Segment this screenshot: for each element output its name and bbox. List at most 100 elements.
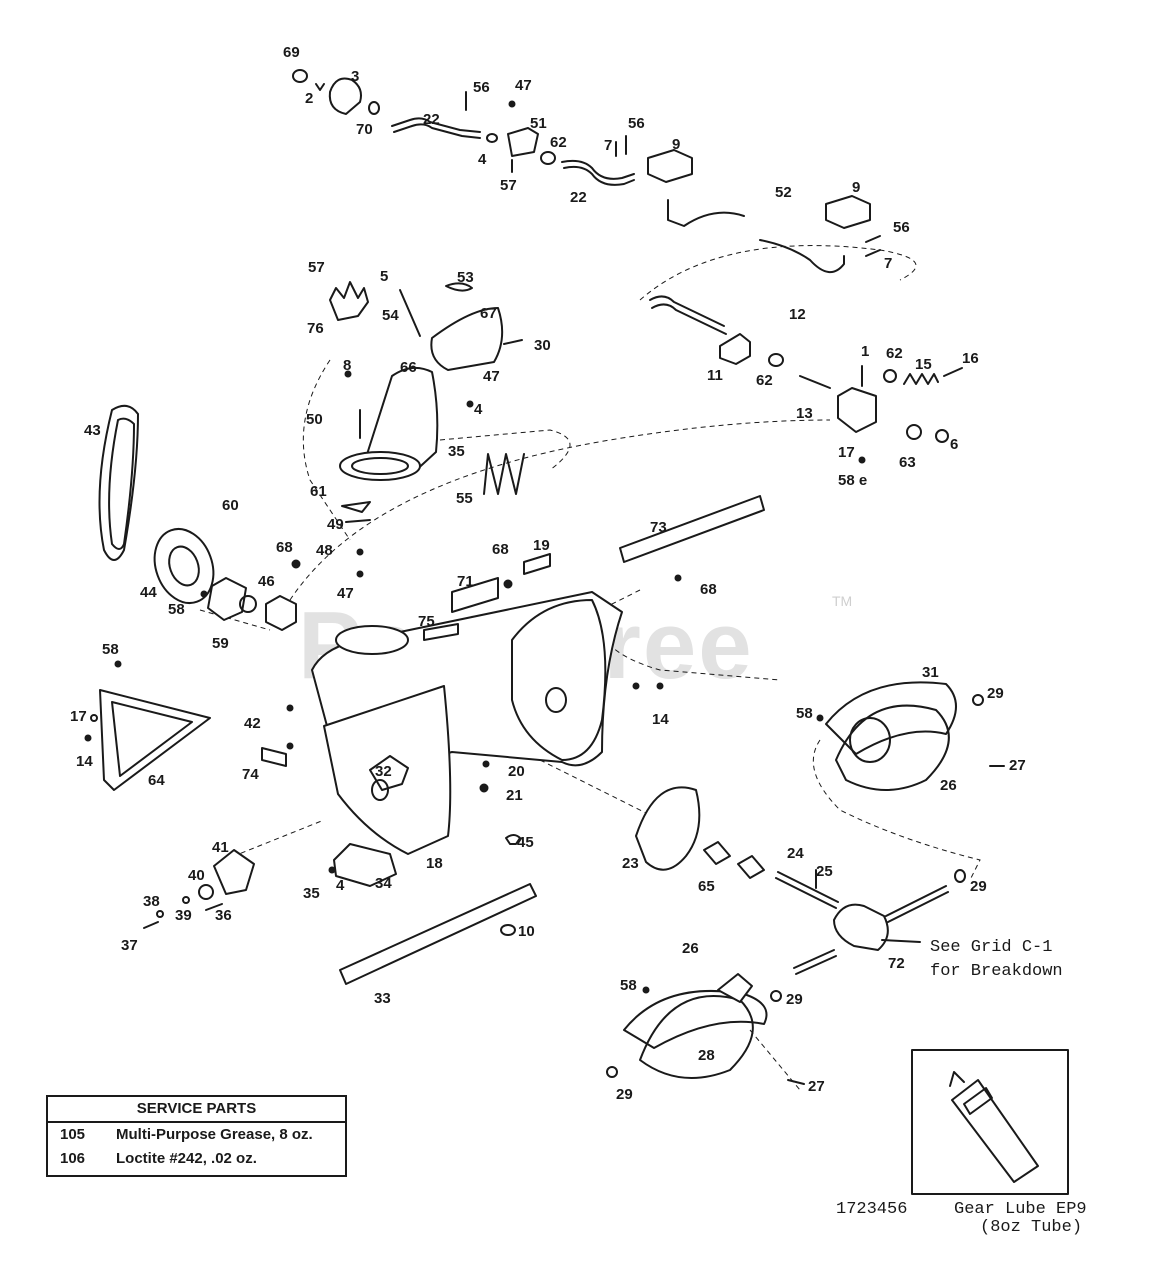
callout-8: 8: [343, 357, 351, 374]
part-72-shaft-out-edge: [795, 955, 837, 975]
callout-63: 63: [899, 454, 916, 471]
callout-67: 67: [480, 305, 497, 322]
part-69-ring: [292, 69, 308, 83]
part-33-shave-plate: [339, 883, 537, 985]
part-4-washer: [486, 133, 498, 143]
part-39-washer: [182, 896, 190, 904]
part-52-rod-right: [759, 239, 845, 273]
part-74-label: [261, 747, 287, 767]
callout-35: 35: [448, 443, 465, 460]
part-19-label: [523, 553, 551, 575]
part-35-bolt: [328, 866, 336, 874]
part-47-nut-c: [356, 570, 364, 578]
part-38-washer: [156, 910, 164, 918]
callout-76: 76: [307, 320, 324, 337]
callout-13: 13: [796, 405, 813, 422]
part-8-nut: [344, 370, 352, 378]
part-22-rod-upper-edge: [393, 123, 481, 139]
service-part-description: Loctite #242, .02 oz.: [116, 1150, 257, 1167]
part-14-bolt-c: [656, 682, 664, 690]
part-28-flight: [623, 990, 768, 1049]
callout-38: 38: [143, 893, 160, 910]
callout-47: 47: [515, 77, 532, 94]
callout-24: 24: [787, 845, 804, 862]
part-49-clip: [345, 519, 371, 523]
callout-14b: 14: [652, 711, 669, 728]
lead-impeller-right: [812, 739, 981, 881]
gear-lube-line2: (8oz Tube): [980, 1218, 1082, 1237]
part-36-bolt: [205, 903, 223, 911]
part-14-bolt: [84, 734, 92, 742]
left-auger-flight: [606, 973, 805, 1085]
part-37-bolt: [143, 921, 159, 929]
callout-15: 15: [915, 356, 932, 373]
lead-rod-link: [639, 245, 917, 301]
part-70-washer: [368, 101, 380, 115]
side-brace: [84, 660, 211, 791]
callout-10: 10: [518, 923, 535, 940]
callout-26b: 26: [682, 940, 699, 957]
part-55-spring: [483, 453, 525, 495]
callout-4b: 4: [474, 401, 483, 418]
part-25-shaft: [777, 871, 839, 903]
callout-62c: 62: [886, 345, 903, 362]
see-grid-leader: [881, 939, 921, 943]
part-46-bearing: [239, 595, 257, 613]
callout-32: 32: [375, 763, 392, 780]
callout-58d: 58: [796, 705, 813, 722]
part-29-washer-c: [770, 990, 782, 1002]
part-64-brace-inner: [111, 701, 193, 777]
part-27-bolt-b: [787, 1079, 805, 1085]
callout-68c: 68: [700, 581, 717, 598]
gear-lube-line1: Gear Lube EP9: [954, 1200, 1087, 1219]
callout-27: 27: [1009, 757, 1026, 774]
callout-49: 49: [327, 516, 344, 533]
part-58-nut-b: [114, 660, 122, 668]
callout-59: 59: [212, 635, 229, 652]
part-64-brace: [99, 689, 211, 791]
callout-12: 12: [789, 306, 806, 323]
callout-4c: 4: [336, 877, 345, 894]
part-51-bracket: [507, 127, 539, 157]
chute-assembly: [329, 281, 525, 578]
part-29-washer-d: [606, 1066, 618, 1078]
part-30-screw: [503, 339, 523, 345]
lead-chute-pieces: [302, 359, 351, 541]
callout-75: 75: [418, 613, 435, 630]
callout-23: 23: [622, 855, 639, 872]
auger-drive: [635, 786, 966, 975]
service-part-number: 105: [60, 1126, 86, 1143]
lead-chute-to-housing: [289, 419, 831, 601]
callout-7b: 7: [884, 255, 892, 272]
part-53-clip: [445, 282, 473, 292]
part-29-shaft: [885, 885, 947, 917]
part-29-washer-b: [972, 694, 984, 706]
callout-3: 3: [351, 68, 359, 85]
part-12-shaft: [799, 375, 831, 389]
callout-56: 56: [473, 79, 490, 96]
part-66-chute-ring-inner: [351, 457, 409, 475]
part-65-spacer: [703, 841, 731, 865]
callout-26: 26: [940, 777, 957, 794]
part-62-bushing-c: [883, 369, 897, 383]
part-76-deflector-clip: [329, 281, 369, 321]
callout-28: 28: [698, 1047, 715, 1064]
callout-29b: 29: [970, 878, 987, 895]
callout-40: 40: [188, 867, 205, 884]
part-41-bearing-flange: [213, 849, 255, 895]
callout-34: 34: [375, 875, 392, 892]
part-42-bolt-b: [286, 742, 294, 750]
part-26-hub: [849, 717, 891, 763]
part-66-chute-ring: [339, 451, 421, 481]
skid-and-bearing: [143, 834, 537, 985]
callout-46: 46: [258, 573, 275, 590]
callout-47b: 47: [483, 368, 500, 385]
part-56-pin-c: [865, 235, 881, 243]
callout-labels: 69 2 3 70 22 56 47 4 51 62 57 22 7 56 9 …: [70, 44, 1026, 1103]
part-34-skid: [333, 843, 397, 887]
callout-56b: 56: [628, 115, 645, 132]
part-65-spacer-b: [737, 855, 765, 879]
callout-29c: 29: [786, 991, 803, 1008]
part-4-nut: [466, 400, 474, 408]
